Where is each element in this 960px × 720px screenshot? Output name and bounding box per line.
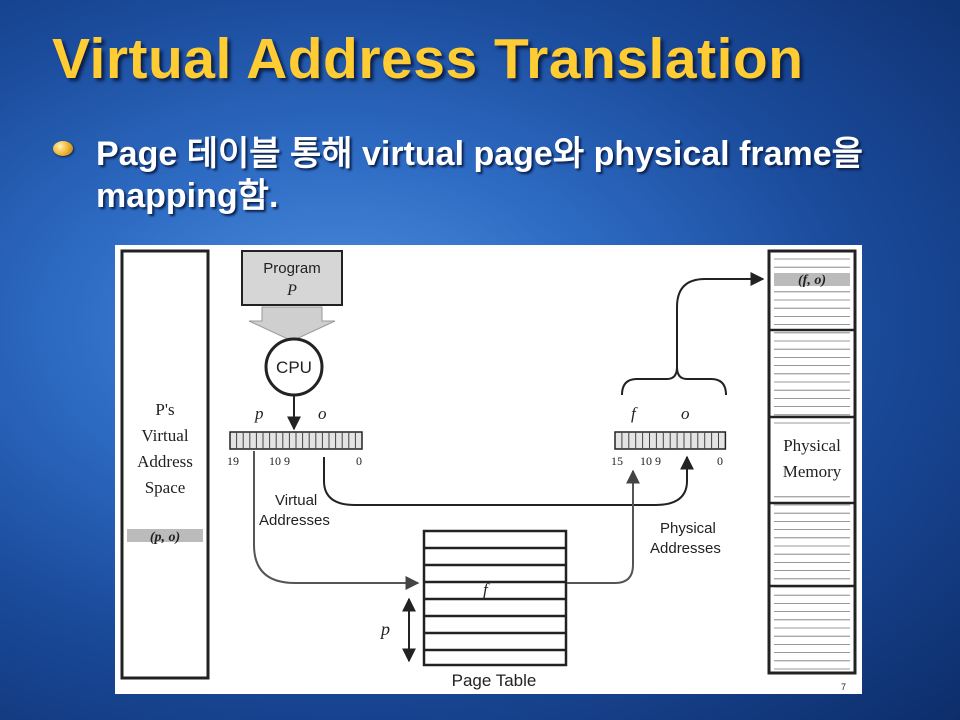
physical-bit-15: 15 xyxy=(611,454,623,468)
virtual-space-label-4: Space xyxy=(145,478,186,497)
page-to-table-arrow xyxy=(253,451,420,590)
virtual-space-label-2: Virtual xyxy=(141,426,188,445)
physical-memory xyxy=(769,258,855,670)
virtual-entry-label: (p, o) xyxy=(150,530,180,545)
diagram-svg: P's Virtual Address Space (p, o) Program… xyxy=(120,249,857,692)
physical-addresses-label-1: Physical xyxy=(660,520,716,537)
bullet-text: Page 테이블 통해 virtual page와 physical frame… xyxy=(96,135,863,215)
page-table xyxy=(422,529,568,667)
page-number: 7 xyxy=(841,682,846,692)
virtual-space-label-1: P's xyxy=(155,400,174,419)
physical-address-brace xyxy=(621,366,727,396)
physical-offset-letter: o xyxy=(681,404,690,423)
physical-memory-label-2: Memory xyxy=(783,462,842,481)
physical-bit-0: 0 xyxy=(717,454,723,468)
page-table-label: Page Table xyxy=(452,671,537,690)
offset-arrow xyxy=(323,455,694,506)
virtual-bit-0: 0 xyxy=(356,454,362,468)
physical-addresses-label-2: Addresses xyxy=(650,540,721,557)
bullet-icon xyxy=(53,141,73,156)
table-to-physical-arrow xyxy=(567,469,640,584)
physical-memory-label-1: Physical xyxy=(783,436,841,455)
physical-entry-label: (f, o) xyxy=(798,273,826,288)
slide-title: Virtual Address Translation xyxy=(52,27,804,91)
virtual-space-label-3: Address xyxy=(137,452,193,471)
physical-frame-letter: f xyxy=(631,404,638,423)
brace-to-memory-arrow xyxy=(676,272,765,367)
virtual-page-letter: p xyxy=(254,404,264,423)
virtual-addresses-label-2: Addresses xyxy=(259,512,330,529)
virtual-bit-19: 19 xyxy=(227,454,239,468)
physical-address-register xyxy=(614,431,727,450)
program-to-cpu-arrow xyxy=(248,306,336,342)
page-table-index-label: p xyxy=(379,619,390,639)
program-box xyxy=(241,250,343,306)
virtual-addresses-label-1: Virtual xyxy=(275,492,317,509)
page-table-entry-label: f xyxy=(483,580,490,599)
virtual-bit-10-9: 10 9 xyxy=(269,454,290,468)
address-translation-diagram: P's Virtual Address Space (p, o) Program… xyxy=(115,245,862,694)
virtual-address-register xyxy=(229,431,363,450)
physical-bit-10-9: 10 9 xyxy=(640,454,661,468)
program-letter: P xyxy=(286,282,297,299)
program-label: Program xyxy=(263,260,321,277)
virtual-offset-letter: o xyxy=(318,404,327,423)
cpu-label: CPU xyxy=(276,358,312,377)
